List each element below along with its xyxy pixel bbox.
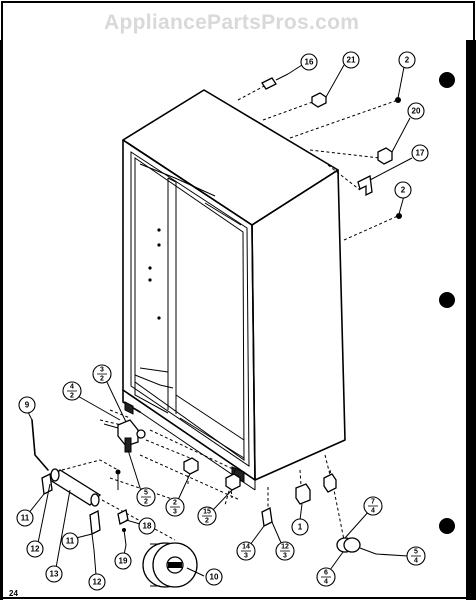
callout-11-right: 11 [61,532,79,550]
callout-1: 1 [291,518,309,536]
part-hinge-bracket [117,419,139,447]
callout-11-left: 11 [16,509,34,527]
callout-3-2: 32 [92,364,112,384]
part-15-glide [225,473,241,491]
svg-text:4: 4 [70,384,74,391]
part-2-screw-top [395,97,401,103]
callout-2-top: 2 [398,51,416,69]
binder-hole-middle [439,292,455,308]
callout-7-4: 74 [363,496,383,516]
callout-20: 20 [407,102,425,120]
svg-text:3: 3 [244,553,248,560]
svg-text:21: 21 [347,56,356,65]
part-2-washer [183,457,199,475]
part-2-screw-lower [396,213,402,219]
page-number: 24 [9,589,18,598]
binder-hole-bottom [439,518,455,534]
callout-19: 19 [114,552,132,570]
svg-text:11: 11 [66,537,75,546]
callout-16: 16 [300,53,318,71]
part-20-nut [377,147,393,165]
svg-text:11: 11 [21,514,30,523]
part-21-nut [311,92,327,108]
callout-17: 17 [411,144,429,162]
svg-text:2: 2 [401,186,406,195]
svg-text:3: 3 [173,509,177,516]
svg-text:18: 18 [143,522,152,531]
part-5-4-roller [336,537,377,555]
lower-left-parts [31,419,198,588]
svg-text:2: 2 [205,518,209,525]
part-17-bracket [357,175,373,197]
part-19-screw [123,529,127,546]
part-10-roller [142,542,198,588]
callout-10: 10 [205,568,223,586]
svg-text:1: 1 [298,523,303,532]
watermark-text: AppliancePartsPros.com [104,11,359,34]
svg-text:3: 3 [100,367,104,374]
callout-4-2: 42 [62,381,82,401]
svg-text:5: 5 [144,490,148,497]
part-18-clip [117,509,129,525]
svg-text:2: 2 [100,376,104,383]
svg-text:12: 12 [31,545,40,554]
svg-text:7: 7 [371,499,375,506]
svg-text:5: 5 [414,549,418,556]
part-9-rod [31,419,49,471]
callout-2-3: 23 [165,497,185,517]
svg-text:2: 2 [70,393,74,400]
svg-text:2: 2 [144,499,148,506]
part-13-bar [48,468,102,507]
callout-6-4: 64 [316,567,336,587]
callouts: 16 21 2 20 17 2 42 32 9 52 23 152 11 12 … [16,51,429,591]
svg-text:2: 2 [173,500,177,507]
callout-12-right: 12 [88,573,106,591]
svg-text:20: 20 [412,107,421,116]
callout-5-4: 54 [406,546,426,566]
svg-text:9: 9 [25,401,30,410]
part-11-fitting-right [89,509,101,536]
svg-text:15: 15 [203,509,211,516]
svg-text:16: 16 [305,58,314,67]
callout-18: 18 [138,517,156,535]
callout-13: 13 [45,565,63,583]
svg-text:12: 12 [281,544,289,551]
upper-right-parts [261,73,402,219]
part-16-screw [261,73,289,90]
lower-right-parts [183,457,377,555]
svg-text:12: 12 [93,578,102,587]
svg-text:10: 10 [210,573,219,582]
part-11-fitting-left [41,473,53,495]
callout-9: 9 [18,396,36,414]
callout-14-3: 143 [236,541,256,561]
callout-12-3: 123 [275,541,295,561]
callout-21: 21 [342,51,360,69]
callout-12-left: 12 [26,540,44,558]
svg-text:3: 3 [283,553,287,560]
binder-hole-top [439,72,455,88]
callout-5-2: 52 [136,487,156,507]
callout-15-2: 152 [197,506,217,526]
svg-text:14: 14 [242,544,250,551]
svg-text:4: 4 [324,579,328,586]
svg-text:13: 13 [50,570,59,579]
svg-text:4: 4 [414,558,418,565]
svg-text:17: 17 [416,149,425,158]
svg-text:4: 4 [371,508,375,515]
binder-holes [439,72,455,534]
part-1-leveler [295,483,311,505]
svg-text:19: 19 [119,557,128,566]
svg-text:6: 6 [324,570,328,577]
callout-2-lower: 2 [394,181,412,199]
svg-text:2: 2 [405,56,410,65]
part-14-bracket [261,507,273,527]
